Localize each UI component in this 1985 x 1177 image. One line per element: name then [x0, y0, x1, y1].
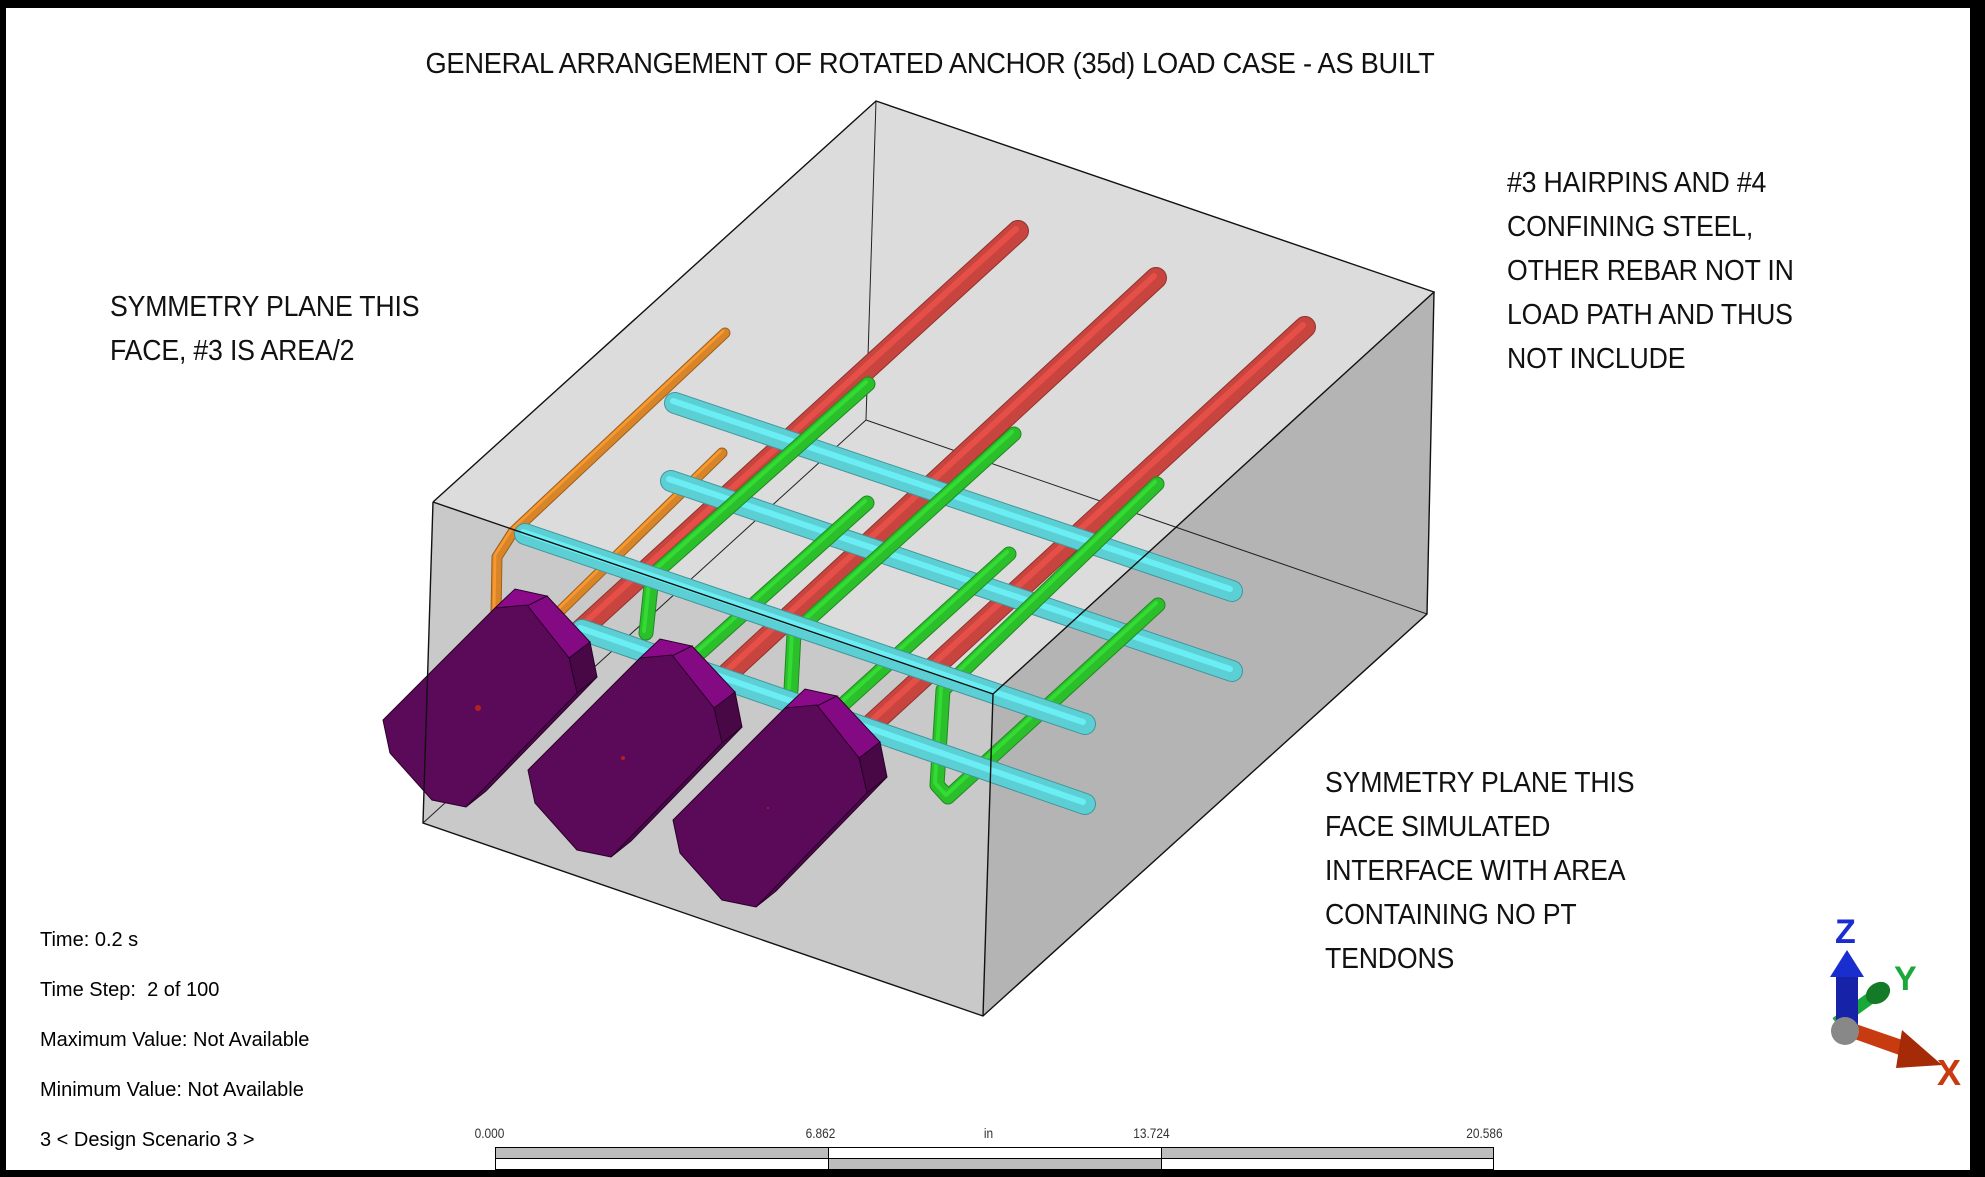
block-edges: [422, 100, 1436, 1017]
annotation-line: OTHER REBAR NOT IN: [1507, 255, 1794, 287]
time-step-label: Time Step: 2 of 100: [40, 979, 220, 1001]
scale-unit: in: [983, 1125, 994, 1141]
stress-marker: [621, 756, 625, 760]
annotation-line: LOAD PATH AND THUS: [1507, 299, 1793, 331]
anchor-plate: [672, 688, 888, 908]
edge-bar-highlight: [492, 329, 725, 614]
annotation-line: TENDONS: [1325, 943, 1455, 975]
scale-tick-3: 20.586: [1466, 1125, 1503, 1141]
hairpin-highlight: [933, 480, 1158, 797]
y-axis-label: Y: [1894, 960, 1917, 998]
x-axis-label: X: [1937, 1052, 1961, 1093]
annotation-line: NOT INCLUDE: [1507, 343, 1686, 375]
hairpin: [686, 495, 875, 666]
x-axis-arrow: [1846, 1022, 1942, 1068]
scale-tick-0: 0.000: [474, 1125, 505, 1141]
scale-bar: [495, 1147, 1494, 1170]
annotation-line: FACE, #3 IS AREA/2: [110, 335, 355, 367]
edge-bar-body: [491, 328, 730, 619]
time-label: Time: 0.2 s: [40, 929, 139, 951]
max-value-label: Maximum Value: Not Available: [40, 1029, 310, 1051]
anchor-plate-face: [672, 704, 868, 908]
hairpin-highlight: [690, 499, 867, 658]
scale-tick-2: 13.724: [1133, 1125, 1170, 1141]
scenario-label: 3 < Design Scenario 3 >: [40, 1129, 255, 1151]
scale-segment: [1161, 1158, 1494, 1170]
anchor-plate-face: [527, 654, 723, 858]
confining-bar: [660, 470, 1243, 682]
page-title: GENERAL ARRANGEMENT OF ROTATED ANCHOR (3…: [425, 48, 1435, 80]
bottom-right-annotation: SYMMETRY PLANE THIS FACE SIMULATED INTER…: [1325, 761, 1635, 981]
anchor-plates: [382, 588, 888, 908]
annotation-line: INTERFACE WITH AREA: [1325, 855, 1626, 887]
min-value-label: Minimum Value: Not Available: [40, 1079, 304, 1101]
triad-origin: [1831, 1017, 1859, 1045]
annotation-line: CONTAINING NO PT: [1325, 899, 1577, 931]
annotation-line: SYMMETRY PLANE THIS: [110, 291, 420, 323]
anchor-plate: [382, 588, 598, 808]
anchor-plate: [527, 638, 743, 858]
confining-bar-highlight: [520, 529, 1086, 725]
annotation-line: CONFINING STEEL,: [1507, 211, 1754, 243]
z-axis-label: Z: [1835, 913, 1856, 951]
scale-tick-1: 6.862: [805, 1125, 836, 1141]
annotation-line: FACE SIMULATED: [1325, 811, 1551, 843]
left-annotation: SYMMETRY PLANE THIS FACE, #3 IS AREA/2: [110, 285, 420, 373]
confining-bar-highlight: [666, 476, 1233, 672]
model-scene[interactable]: [6, 8, 1970, 1170]
annotation-line: SYMMETRY PLANE THIS: [1325, 767, 1635, 799]
stress-marker: [767, 807, 769, 809]
top-right-annotation: #3 HAIRPINS AND #4 CONFINING STEEL, OTHE…: [1507, 161, 1794, 381]
hairpin-body: [831, 547, 1016, 716]
z-axis-arrow: [1830, 950, 1864, 1030]
stress-marker: [475, 705, 481, 711]
hairpin: [830, 546, 1017, 717]
hairpin-body: [687, 496, 874, 665]
hairpin: [929, 476, 1166, 805]
hairpin-highlight: [834, 550, 1009, 709]
edge-bar: [490, 327, 731, 620]
annotation-line: #3 HAIRPINS AND #4: [1507, 167, 1767, 199]
block-edge: [982, 693, 994, 1017]
rebar-group: [490, 220, 1316, 815]
scale-segment: [828, 1158, 1162, 1170]
viewport[interactable]: GENERAL ARRANGEMENT OF ROTATED ANCHOR (3…: [6, 8, 1970, 1170]
scale-segment: [495, 1158, 829, 1170]
axis-triad[interactable]: Z Y X: [1790, 895, 1970, 1095]
